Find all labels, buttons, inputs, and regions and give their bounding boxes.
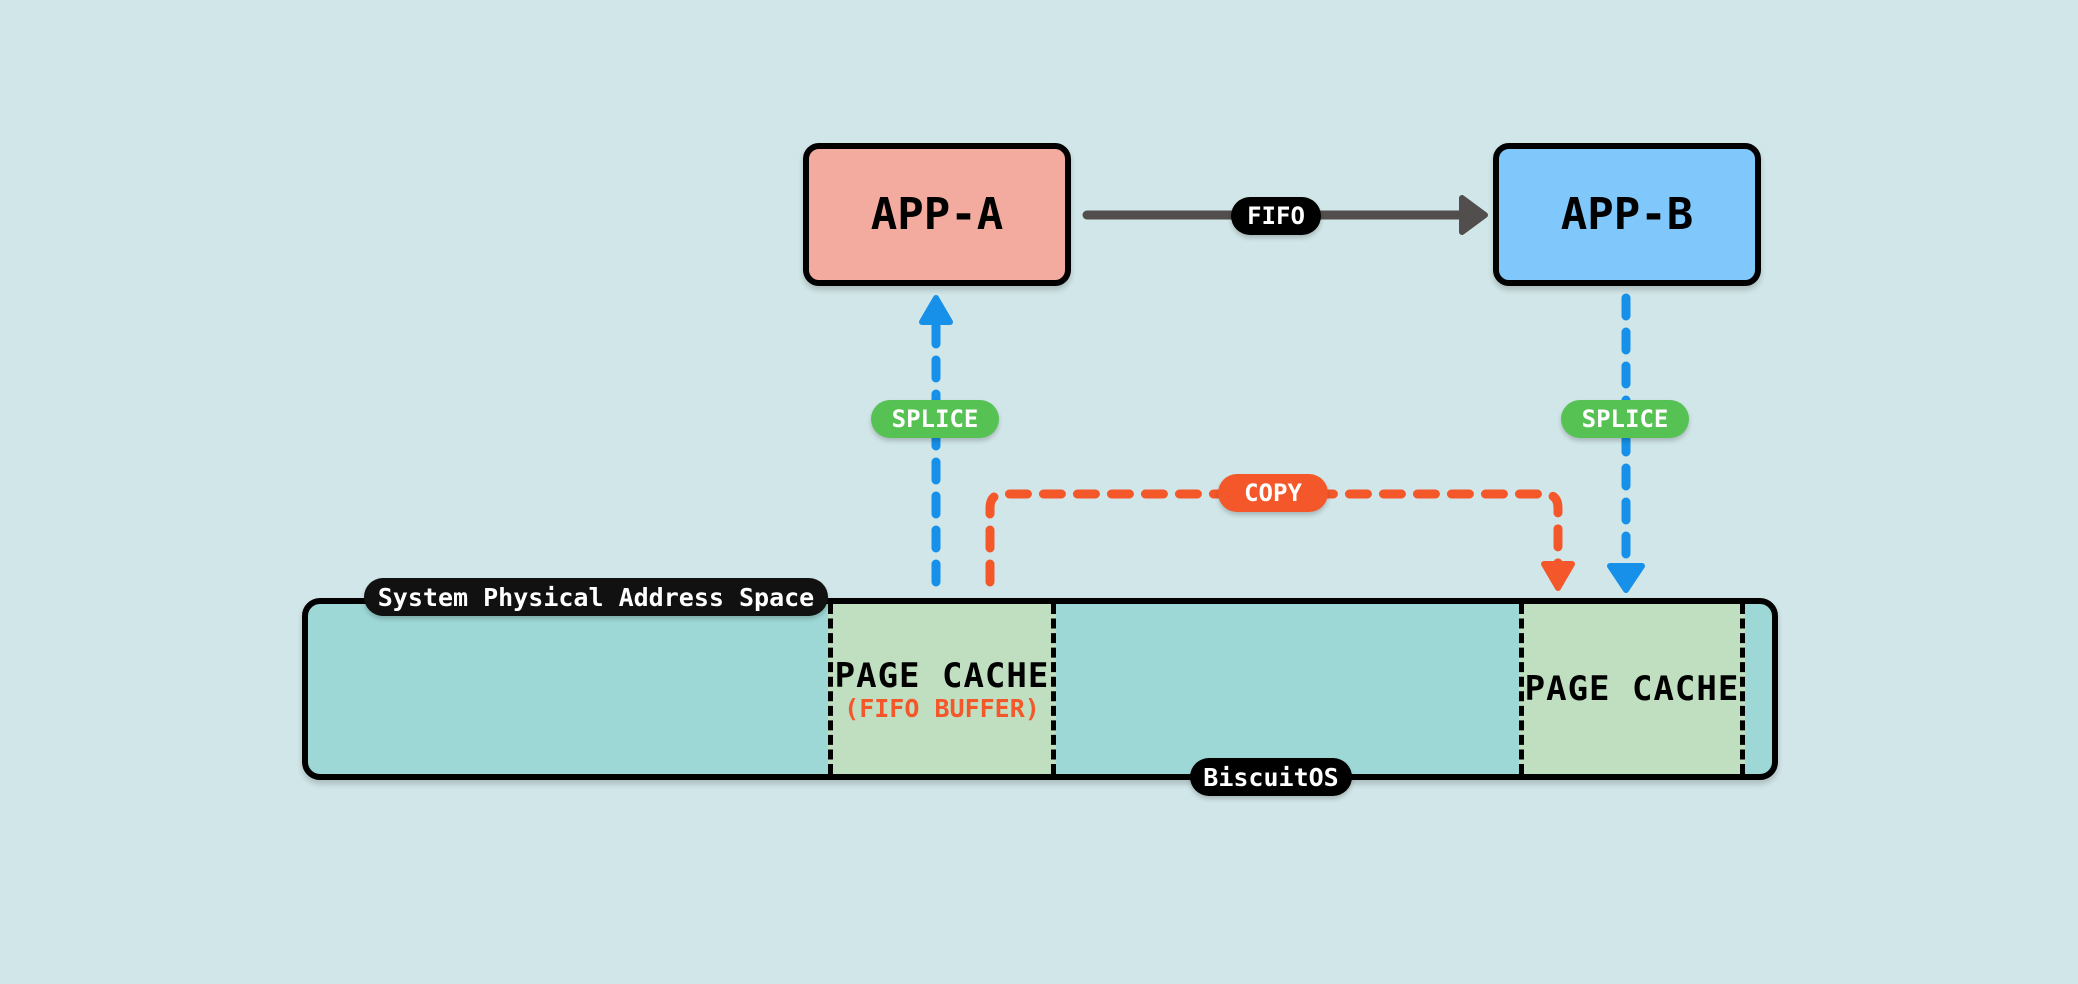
memory-title-label: System Physical Address Space [364, 578, 828, 616]
page-cache-subtitle: (FIFO BUFFER) [844, 693, 1040, 723]
app-a-box: APP-A [803, 143, 1071, 286]
app-b-label: APP-B [1560, 189, 1694, 240]
biscuitos-label: BiscuitOS [1190, 758, 1352, 796]
splice-arrow-down [1607, 293, 1645, 593]
app-b-box: APP-B [1493, 143, 1761, 286]
page-cache-destination: PAGE CACHE [1519, 604, 1745, 774]
page-cache-fifo-buffer: PAGE CACHE (FIFO BUFFER) [828, 604, 1056, 774]
splice-arrow-up [919, 295, 953, 587]
page-cache-title: PAGE CACHE [834, 655, 1050, 696]
copy-arrow [985, 489, 1575, 591]
fifo-label: FIFO [1231, 197, 1321, 235]
copy-label: COPY [1218, 474, 1328, 512]
splice-label-left: SPLICE [871, 400, 999, 438]
physical-address-space: PAGE CACHE (FIFO BUFFER) PAGE CACHE [302, 598, 1778, 780]
page-cache-title: PAGE CACHE [1524, 669, 1740, 709]
app-a-label: APP-A [870, 189, 1004, 240]
splice-label-right: SPLICE [1561, 400, 1689, 438]
